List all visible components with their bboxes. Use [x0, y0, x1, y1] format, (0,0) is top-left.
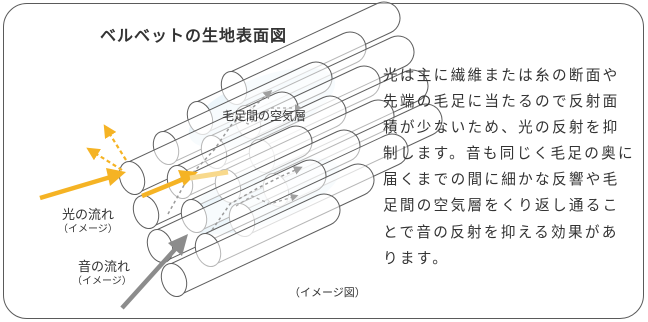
- fiber-cross-section: [160, 263, 188, 297]
- sound-arrow-head: [168, 234, 188, 256]
- sound-flow-label: 音の流れ: [78, 260, 131, 275]
- light-reflection-dashed-icon: [86, 147, 123, 171]
- fiber-cylinder: [166, 193, 341, 296]
- fiber-cross-section: [118, 161, 146, 195]
- light-reflection-dashed-icon: [103, 124, 127, 161]
- sound-arrow-icon: [120, 244, 180, 310]
- light-flow-label: 光の流れ: [62, 208, 115, 223]
- sound-flow-sublabel: （イメージ）: [72, 276, 132, 287]
- light-absorbed-trail: [189, 169, 229, 181]
- sound-reflection-path: [211, 166, 303, 231]
- sound-reflection-path: [167, 89, 273, 215]
- light-arrow-icon: [141, 175, 187, 199]
- fiber-cross-section: [132, 195, 160, 229]
- light-flow-sublabel: （イメージ）: [58, 224, 118, 235]
- image-caption: （イメージ図）: [289, 286, 366, 299]
- light-arrow-head: [178, 170, 198, 186]
- description-text: 光は主に繊維または糸の断面や先端の毛足に当たるので反射面積が少ないため、光の反射…: [383, 67, 635, 267]
- diagram-title: ベルベットの生地表面図: [100, 26, 288, 45]
- air-layer-label: 毛足間の空気層: [222, 109, 307, 123]
- air-flow-path: [225, 104, 303, 125]
- panel-frame: [3, 3, 644, 319]
- light-arrow-icon: [39, 173, 115, 201]
- light-arrow-head: [106, 168, 126, 186]
